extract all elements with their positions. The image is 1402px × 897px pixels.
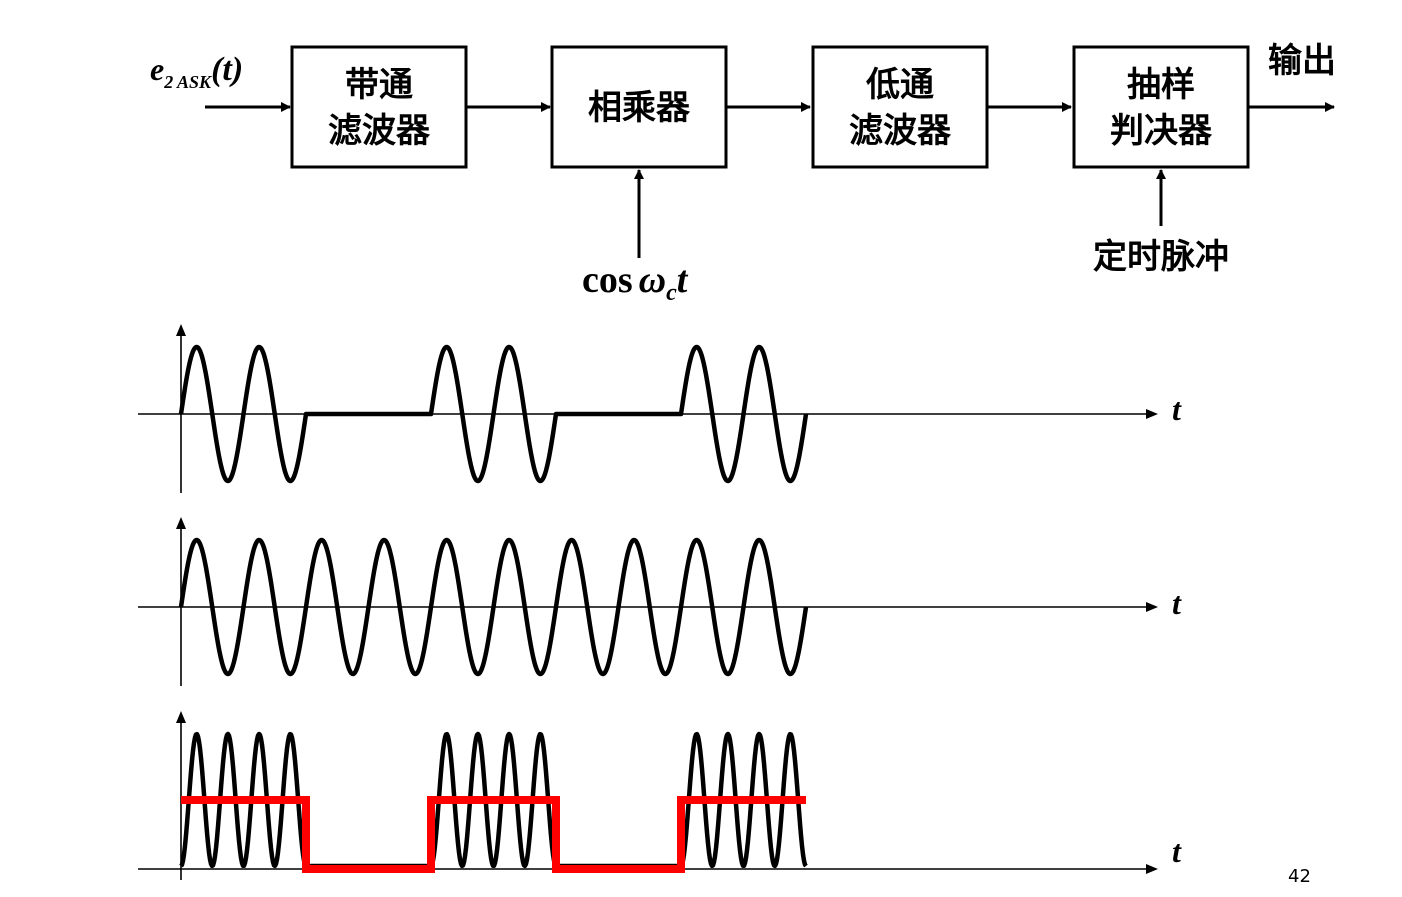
axis-label-t: t [1172, 585, 1182, 621]
block-label-line2: 滤波器 [328, 111, 431, 151]
multiplier-block: 相乘器 [550, 45, 728, 169]
timing-pulse-label: 定时脉冲 [1093, 237, 1229, 277]
waveform-panels: t t t [138, 324, 1182, 880]
x-axis-arrowhead [1146, 409, 1158, 419]
panel-product: t [138, 711, 1182, 880]
2ask-waveform [178, 344, 809, 484]
sampling-decision-block: 抽样 判决器 [1072, 45, 1250, 169]
panel-2ask: t [138, 324, 1182, 493]
block-label-line1: 带通 [345, 65, 413, 105]
block-label-line2: 判决器 [1110, 111, 1213, 151]
block-label-line2: 滤波器 [849, 111, 952, 151]
input-signal-label: e2 ASK(t) [150, 51, 243, 92]
x-axis-arrowhead [1146, 864, 1158, 874]
output-label: 输出 [1268, 41, 1336, 81]
block-label-line1: 抽样 [1127, 65, 1195, 105]
axis-label-t: t [1172, 391, 1182, 427]
y-axis-arrowhead [176, 711, 186, 723]
product-waveform [179, 731, 808, 869]
panel-carrier: t [138, 517, 1182, 686]
y-axis-arrowhead [176, 324, 186, 336]
bandpass-filter-block: 带通 滤波器 [290, 45, 468, 169]
lowpass-filter-block: 低通 滤波器 [811, 45, 989, 169]
axis-label-t: t [1172, 833, 1182, 869]
block-label-line1: 低通 [866, 65, 934, 105]
y-axis-arrowhead [176, 517, 186, 529]
lowpass-output-waveform [181, 796, 806, 873]
x-axis-arrowhead [1146, 602, 1158, 612]
page-number: 42 [1288, 866, 1311, 887]
carrier-waveform [178, 537, 809, 677]
block-label-line1: 相乘器 [588, 88, 691, 128]
